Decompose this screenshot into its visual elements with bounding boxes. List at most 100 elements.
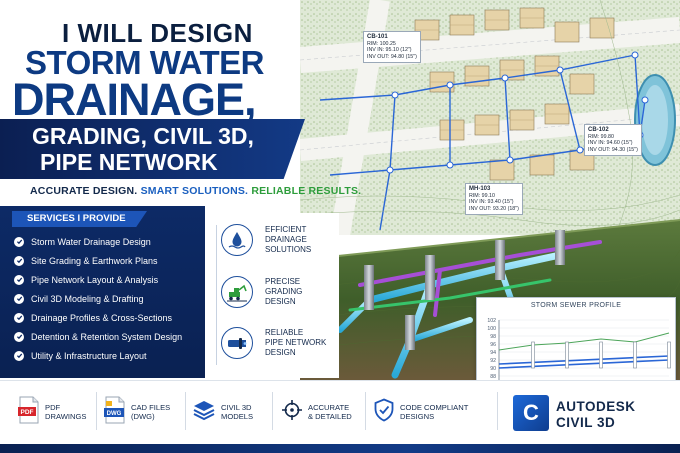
pdf-badge-text: PDF <box>21 409 34 416</box>
feature-line: GRADING <box>265 287 303 296</box>
tagline-part1: ACCURATE DESIGN. <box>30 185 138 197</box>
site-plan-graphic <box>300 0 680 235</box>
services-title: SERVICES I PROVIDE <box>12 211 147 227</box>
deliverable-accurate: ACCURATE & DETAILED <box>281 392 352 432</box>
callout-cb-101: CB-101 RIM: 100.25 INV IN: 95.10 (12") I… <box>363 31 421 64</box>
deliverable-label: CAD FILES (DWG) <box>131 403 170 422</box>
manhole-structure <box>565 341 569 369</box>
water-drop-icon <box>221 224 253 256</box>
feature-text: RELIABLE PIPE NETWORK DESIGN <box>265 328 340 358</box>
footer-band <box>0 444 680 453</box>
service-label: Drainage Profiles & Cross-Sections <box>31 312 173 323</box>
deliverable-line: MODELS <box>221 412 254 421</box>
check-icon <box>14 255 24 266</box>
deliverable-line: & DETAILED <box>308 412 352 421</box>
service-item: Civil 3D Modeling & Drafting <box>10 289 205 308</box>
service-label: Pipe Network Layout & Analysis <box>31 274 159 285</box>
brand-product: CIVIL 3D <box>556 415 616 430</box>
pipe-crown-line <box>498 355 670 365</box>
feature-line: EFFICIENT <box>265 225 307 234</box>
check-icon <box>14 350 24 361</box>
callout-id: CB-101 <box>367 34 388 40</box>
feature-drainage: EFFICIENT DRAINAGE SOLUTIONS <box>207 218 339 268</box>
deliverable-pdf: PDF PDF DRAWINGS <box>18 392 86 432</box>
headline-storm-water: STORM WATER <box>25 44 264 81</box>
callout-inv-out: INV OUT: 93.20 (18") <box>469 205 519 212</box>
deliverable-line: CIVIL 3D <box>221 402 252 412</box>
y-tick-label: 88 <box>490 374 496 380</box>
service-label: Civil 3D Modeling & Drafting <box>31 293 144 304</box>
service-item: Site Grading & Earthwork Plans <box>10 251 205 270</box>
service-label: Storm Water Drainage Design <box>31 236 151 247</box>
deliverable-cad: DWG CAD FILES (DWG) <box>104 392 170 432</box>
check-icon <box>14 236 24 247</box>
callout-inv-out: INV OUT: 94.30 (15") <box>588 146 638 153</box>
feature-line: PRECISE <box>265 277 301 286</box>
feature-text: EFFICIENT DRAINAGE SOLUTIONS <box>265 225 340 255</box>
callout-inv-in: INV IN: 94.60 (15") <box>588 140 633 147</box>
divider <box>497 392 498 430</box>
y-tick-label: 96 <box>490 342 496 348</box>
callout-cb-102: CB-102 RIM: 99.80 INV IN: 94.60 (15") IN… <box>584 124 642 157</box>
callout-inv-in: INV IN: 95.10 (12") <box>367 47 412 54</box>
pipe-invert-line <box>498 359 670 369</box>
deliverable-label: PDF DRAWINGS <box>45 403 86 422</box>
excavator-icon <box>221 276 253 308</box>
pdf-file-icon: PDF <box>18 396 40 429</box>
services-list: Storm Water Drainage Design Site Grading… <box>10 232 205 365</box>
headline-grading: GRADING, CIVIL 3D, <box>32 123 254 149</box>
y-tick-label: 94 <box>490 350 496 356</box>
deliverable-line: PDF <box>45 402 61 412</box>
headline-band <box>0 119 305 179</box>
callout-id: CB-102 <box>588 127 609 133</box>
dwg-badge-text: DWG <box>107 411 122 417</box>
callout-rim: RIM: 99.10 <box>469 192 495 199</box>
deliverable-label: ACCURATE & DETAILED <box>308 403 352 422</box>
feature-line: DRAINAGE <box>265 235 307 244</box>
divider <box>272 392 273 430</box>
check-icon <box>14 312 24 323</box>
callout-mh-103: MH-103 RIM: 99.10 INV IN: 93.40 (15") IN… <box>465 183 523 216</box>
divider <box>365 392 366 430</box>
manhole-structure <box>599 341 603 369</box>
check-icon <box>14 293 24 304</box>
y-tick-label: 98 <box>490 334 496 340</box>
feature-pipe-network: RELIABLE PIPE NETWORK DESIGN <box>207 321 339 371</box>
deliverable-line: DESIGNS <box>400 412 435 421</box>
callout-inv-in: INV IN: 93.40 (15") <box>469 199 514 206</box>
service-label: Site Grading & Earthwork Plans <box>31 255 158 266</box>
site-plan-drawing: CB-101 RIM: 100.25 INV IN: 95.10 (12") I… <box>300 0 680 235</box>
ground-profile-line <box>498 332 670 351</box>
callout-inv-out: INV OUT: 94.80 (15") <box>367 53 417 60</box>
check-icon <box>14 274 24 285</box>
logo-letter: C <box>523 400 539 425</box>
deliverable-label: CIVIL 3D MODELS <box>221 403 253 422</box>
service-item: Utility & Infrastructure Layout <box>10 346 205 365</box>
feature-line: RELIABLE <box>265 328 304 337</box>
feature-line: PIPE NETWORK <box>265 338 327 347</box>
headline-pipe-network: PIPE NETWORK <box>40 149 218 175</box>
profile-title: STORM SEWER PROFILE <box>530 302 622 309</box>
feature-text: PRECISE GRADING DESIGN <box>265 277 340 307</box>
tagline: ACCURATE DESIGN. SMART SOLUTIONS. RELIAB… <box>30 185 361 197</box>
feature-line: SOLUTIONS <box>265 245 312 254</box>
deliverable-line: CODE COMPLIANT <box>400 402 469 412</box>
callout-id: MH-103 <box>469 186 491 192</box>
service-label: Utility & Infrastructure Layout <box>31 350 147 361</box>
shield-check-icon <box>373 398 395 427</box>
headline-intro: I WILL DESIGN <box>62 18 253 48</box>
dwg-file-icon: DWG <box>104 396 126 429</box>
deliverable-label: CODE COMPLIANT DESIGNS <box>400 403 468 422</box>
deliverable-civil3d: CIVIL 3D MODELS <box>192 392 253 432</box>
manhole-structure <box>531 341 535 369</box>
feature-grading: PRECISE GRADING DESIGN <box>207 270 339 320</box>
headline-drainage: DRAINAGE, <box>12 74 257 125</box>
divider <box>216 225 217 365</box>
deliverable-code-compliant: CODE COMPLIANT DESIGNS <box>373 392 468 432</box>
y-tick-label: 90 <box>490 366 496 372</box>
callout-rim: RIM: 100.25 <box>367 40 396 47</box>
service-label: Detention & Retention System Design <box>31 331 183 342</box>
tagline-part3: RELIABLE RESULTS. <box>251 185 362 197</box>
brand-name: AUTODESK <box>556 399 636 414</box>
deliverable-line: (DWG) <box>131 412 155 421</box>
